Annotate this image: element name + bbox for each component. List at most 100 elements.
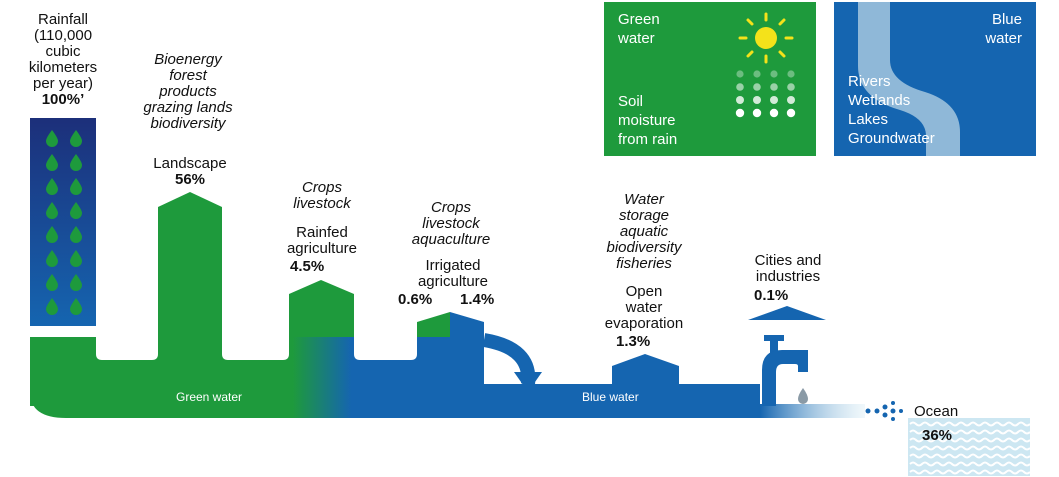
soil-moisture-icon [735, 70, 796, 118]
legend-blue-desc-3: Lakes [848, 111, 889, 128]
moisture-dot [769, 108, 779, 118]
moisture-dot [770, 83, 778, 91]
irrigated-uses: Crops livestock aquaculture [398, 200, 504, 248]
blue-water-flow-label: Blue water [582, 390, 639, 404]
open-water-use-1: Water [624, 191, 664, 208]
irrigated-use-2: livestock [422, 215, 480, 232]
rainfall-percent: 100%’ [41, 91, 85, 108]
open-water-use-4: biodiversity [606, 239, 682, 256]
rainfed-percent: 4.5% [290, 258, 325, 275]
legend-blue-desc-4: Groundwater [848, 130, 935, 147]
rainfed-use-1: Crops [301, 179, 342, 196]
raindrop-icon [46, 130, 58, 147]
raindrop-icon [70, 202, 82, 219]
moisture-dot [752, 108, 762, 118]
cities-percent: 0.1% [754, 287, 789, 304]
rainfed-label: Rainfed agriculture [270, 225, 374, 257]
irrigated-label: Irrigated agriculture [400, 258, 506, 290]
legend-green-desc-2: moisture [618, 112, 676, 129]
irrigated-percent-blue: 1.4% [460, 291, 495, 308]
legend-green-card [604, 2, 816, 156]
ocean-waves [909, 421, 1031, 475]
rainfed-title-1: Rainfed [296, 224, 348, 241]
legend-blue-title: Blue water [960, 10, 1022, 48]
raindrop-icon [70, 226, 82, 243]
irrigated-percent-green: 0.6% [398, 291, 433, 308]
landscape-use-1: Bioenergy [154, 51, 222, 68]
tap-icon [762, 335, 808, 406]
cities-title-2: industries [755, 268, 821, 285]
rainfall-column [30, 118, 96, 326]
irrigated-use-1: Crops [430, 199, 471, 216]
legend-green-title-1: Green [618, 11, 660, 28]
open-water-use-3: aquatic [619, 223, 669, 240]
moisture-dot [786, 108, 796, 118]
raindrop-icon [46, 154, 58, 171]
legend-blue-title-1: Blue [991, 11, 1022, 28]
landscape-title: Landscape [153, 155, 227, 172]
raindrop-icon [46, 226, 58, 243]
raindrop-icon [70, 130, 82, 147]
raindrop-icon [70, 250, 82, 267]
open-water-title-2: water [625, 299, 663, 316]
raindrop-icon [46, 274, 58, 291]
legend-blue-title-2: water [985, 30, 1022, 47]
rainfed-title-2: agriculture [286, 240, 358, 257]
wave-line [909, 469, 1031, 475]
raindrop-icon [70, 274, 82, 291]
ocean-label: Ocean [914, 403, 959, 420]
legend-green-desc: Soil moisture from rain [618, 92, 677, 149]
legend-green-desc-1: Soil [618, 93, 644, 110]
sun-icon [738, 12, 794, 64]
landscape-uses: Bioenergy forest products grazing lands … [126, 52, 250, 132]
rainfall-subtitle-3: kilometers [28, 59, 98, 76]
open-water-percent: 1.3% [616, 333, 651, 350]
landscape-column [158, 192, 222, 337]
open-water-use-5: fisheries [616, 255, 672, 272]
open-water-label: Open water evaporation [592, 284, 696, 332]
landscape-label: Landscape 56% [130, 156, 250, 188]
raindrop-icon [70, 178, 82, 195]
flow-tail [760, 404, 865, 418]
open-water-roof [612, 354, 679, 366]
wave-line [909, 421, 1031, 427]
raindrop-icon [46, 202, 58, 219]
moisture-dot [787, 83, 795, 91]
irrigated-title-2: agriculture [417, 273, 489, 290]
landscape-use-5: biodiversity [150, 115, 226, 132]
river-icon [858, 2, 960, 156]
moisture-dot [753, 96, 761, 104]
open-water-use-2: storage [618, 207, 670, 224]
moisture-dot [753, 70, 761, 78]
cities-label: Cities and industries [738, 253, 838, 285]
raindrops [46, 130, 82, 315]
moisture-dot [787, 96, 795, 104]
landscape-use-4: grazing lands [143, 99, 233, 116]
flow-band-bottom [30, 392, 760, 418]
raindrop-icon [46, 178, 58, 195]
moisture-dot [736, 96, 744, 104]
legend-blue-desc-1: Rivers [848, 73, 891, 90]
irrigated-use-3: aquaculture [411, 231, 491, 248]
rainfall-label: Rainfall (110,000 cubic kilometers per y… [14, 12, 112, 108]
rainfall-subtitle-1: (110,000 [33, 27, 93, 44]
rainfed-column [289, 280, 354, 337]
wave-line [909, 461, 1031, 467]
moisture-dot [736, 83, 744, 91]
rainfed-uses: Crops livestock [276, 180, 368, 212]
rainfall-subtitle-4: per year) [32, 75, 94, 92]
ocean-spray-icon [865, 401, 903, 421]
green-water-flow-label: Green water [176, 390, 243, 404]
landscape-percent: 56% [174, 171, 206, 188]
irrigated-column-green [417, 312, 450, 337]
landscape-use-3: products [159, 83, 217, 100]
wave-line [909, 437, 1031, 443]
wave-line [909, 429, 1031, 435]
moisture-dot [753, 83, 761, 91]
flow-band [30, 337, 760, 406]
rainfall-subtitle-2: cubic [45, 43, 81, 60]
open-water-uses: Water storage aquatic biodiversity fishe… [590, 192, 698, 272]
moisture-dot [736, 70, 744, 78]
open-water-title-3: evaporation [604, 315, 684, 332]
